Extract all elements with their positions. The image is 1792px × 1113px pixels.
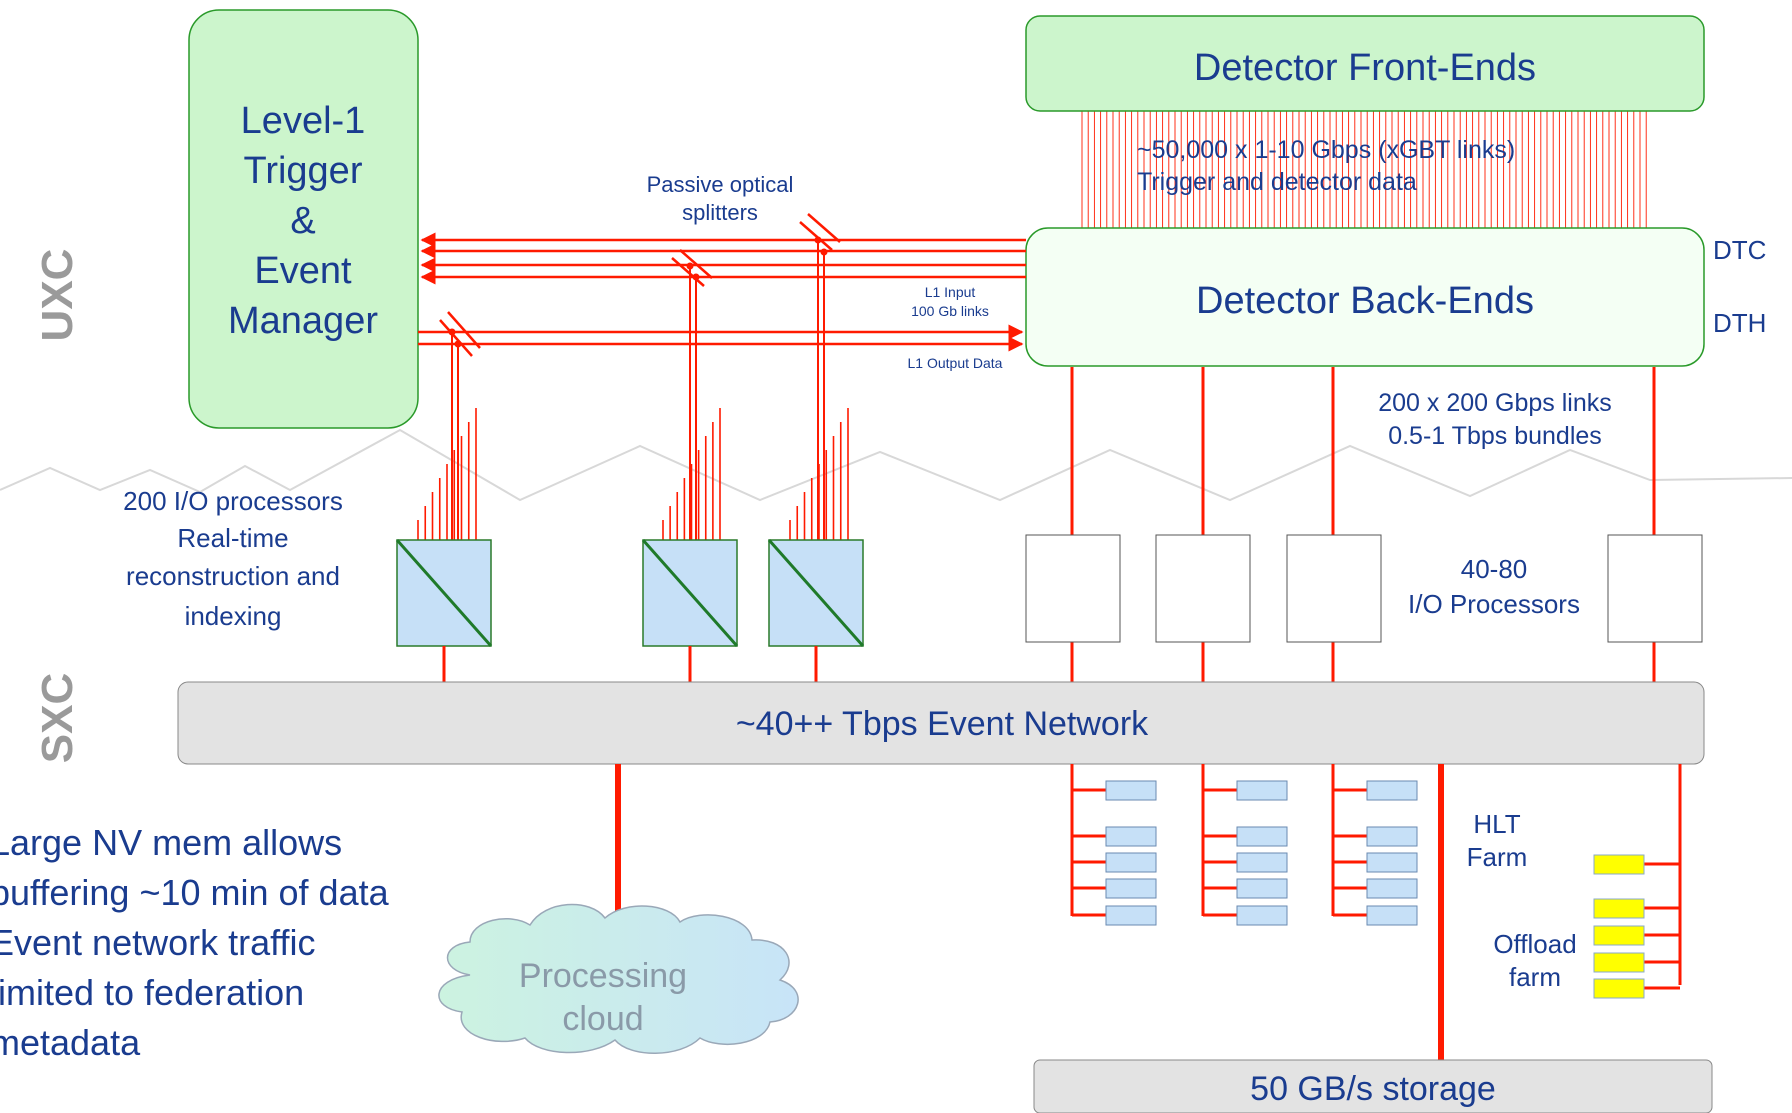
detector-front-ends-label: Detector Front-Ends [1194, 47, 1536, 89]
l1-input-line-2: 100 Gb links [911, 303, 989, 319]
notes-line-2: buffering ~10 min of data [0, 872, 390, 913]
notes-line-3: Event network traffic [0, 922, 315, 963]
io-left-line-1: 200 I/O processors [123, 486, 343, 516]
hlt-farm-nodes [1070, 764, 1418, 926]
io-processor-left-1 [395, 539, 493, 647]
io-processor-left-3 [767, 539, 865, 647]
offload-farm-line-1: Offload [1493, 929, 1576, 959]
level1-line-3: & [290, 200, 315, 242]
l1-output-label: L1 Output Data [908, 355, 1003, 371]
io-fanout-links [417, 408, 849, 540]
io-left-line-2: Real-time [177, 523, 288, 553]
zone-label-uxc: UXC [33, 249, 82, 342]
io-left-line-4: indexing [185, 601, 282, 631]
front-end-links [1081, 111, 1647, 228]
l1-input-line-1: L1 Input [925, 284, 976, 300]
cloud-line-2: cloud [562, 1000, 643, 1038]
dtc-label: DTC [1713, 235, 1766, 265]
fe-links-line-1: ~50,000 x 1-10 Gbps (xGBT links) [1137, 136, 1515, 164]
hlt-farm-line-1: HLT [1473, 809, 1520, 839]
dth-label: DTH [1713, 308, 1766, 338]
level1-line-4: Event [254, 250, 352, 292]
optical-splitters [439, 213, 841, 540]
io-processor-right-2 [1155, 534, 1251, 643]
level1-line-5: Manager [228, 300, 378, 342]
io-right-line-1: 40-80 [1461, 554, 1528, 584]
detector-back-ends-label: Detector Back-Ends [1196, 280, 1534, 322]
notes-line-5: metadata [0, 1022, 141, 1063]
io-processor-right-1 [1025, 534, 1121, 643]
offload-farm-nodes [1593, 764, 1682, 999]
offload-farm-line-2: farm [1509, 962, 1561, 992]
notes-line-1: Large NV mem allows [0, 822, 342, 863]
level1-trigger-box [188, 9, 419, 429]
detector-back-ends-box [1025, 227, 1705, 367]
fe-links-line-2: Trigger and detector data [1137, 168, 1417, 196]
zone-boundary [0, 428, 1792, 502]
zone-label-sxc: SXC [33, 673, 82, 763]
hlt-farm-line-2: Farm [1467, 842, 1528, 872]
splitters-line-2: splitters [682, 200, 758, 225]
trigger-links [418, 232, 1026, 352]
io-right-line-2: I/O Processors [1408, 589, 1580, 619]
io-processor-right-3 [1286, 534, 1382, 643]
event-network-label: ~40++ Tbps Event Network [736, 705, 1149, 743]
splitters-line-1: Passive optical [647, 172, 794, 197]
notes-line-4: limited to federation [0, 972, 304, 1013]
event-network-box [177, 681, 1705, 765]
be-links-line-2: 0.5-1 Tbps bundles [1388, 422, 1602, 450]
io-processor-left-2 [641, 539, 739, 647]
be-links-line-1: 200 x 200 Gbps links [1378, 389, 1611, 417]
storage-label: 50 GB/s storage [1250, 1070, 1496, 1108]
level1-line-1: Level-1 [241, 100, 366, 142]
processing-cloud [438, 903, 799, 1054]
level1-line-2: Trigger [244, 150, 363, 192]
detector-front-ends-box [1025, 15, 1705, 112]
cloud-line-1: Processing [519, 957, 687, 995]
storage-box [1033, 1059, 1713, 1113]
io-processor-right-4 [1607, 534, 1703, 643]
io-network-links [442, 642, 1656, 682]
io-left-line-3: reconstruction and [126, 561, 340, 591]
